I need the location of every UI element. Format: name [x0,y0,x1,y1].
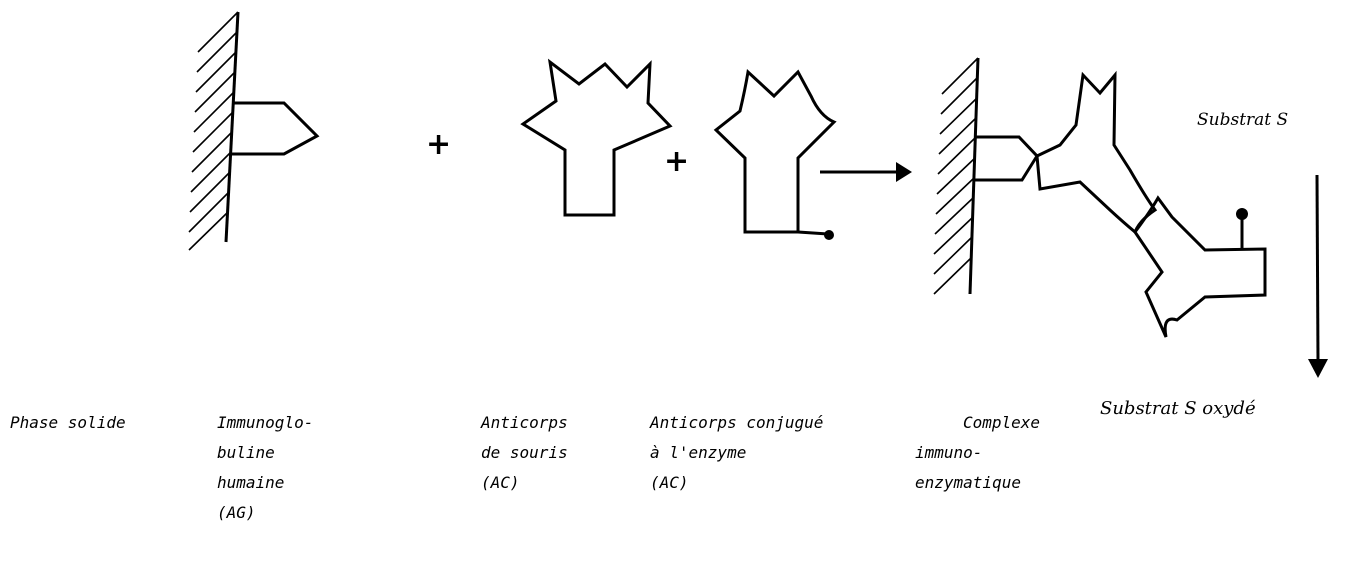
immune-complex [974,70,1267,338]
plus-sign-2: + [664,144,690,179]
plus-sign-1: + [426,127,452,162]
mouse-antibody-shape [520,58,673,217]
solid-phase-wall-left [188,11,240,251]
label-complexe: Complexe immuno- enzymatique [915,408,1040,498]
conjugated-antibody [713,69,837,240]
antigen-shape [231,101,320,156]
label-line: Complexe [963,413,1041,432]
substrate-arrow [1308,174,1328,378]
solid-phase-wall-right [933,57,980,295]
label-line: immuno- [915,443,983,462]
label-anticorps-souris: Anticorps de souris (AC) [481,408,568,498]
label-line: de souris [481,443,568,462]
label-line: (AC) [481,473,520,492]
label-line: Anticorps conjugué [650,413,824,432]
substrate-label: Substrat S [1197,110,1289,130]
label-line: (AC) [650,473,689,492]
label-line: Anticorps [481,413,568,432]
oxidized-substrate-label: Substrat S oxydé [1100,398,1256,419]
label-line: buline [217,443,275,462]
reaction-arrow [820,162,912,182]
label-phase-solide: Phase solide [10,408,126,438]
label-line: Immunoglo- [217,413,314,432]
label-line: Phase solide [10,413,126,432]
label-line: humaine [217,473,285,492]
label-line: enzymatique [915,473,1021,492]
label-anticorps-conjugue: Anticorps conjugué à l'enzyme (AC) [650,408,823,498]
label-immunoglobuline: Immunoglo- buline humaine (AG) [217,408,313,528]
label-line: à l'enzyme [650,443,747,462]
label-line: (AG) [217,503,256,522]
